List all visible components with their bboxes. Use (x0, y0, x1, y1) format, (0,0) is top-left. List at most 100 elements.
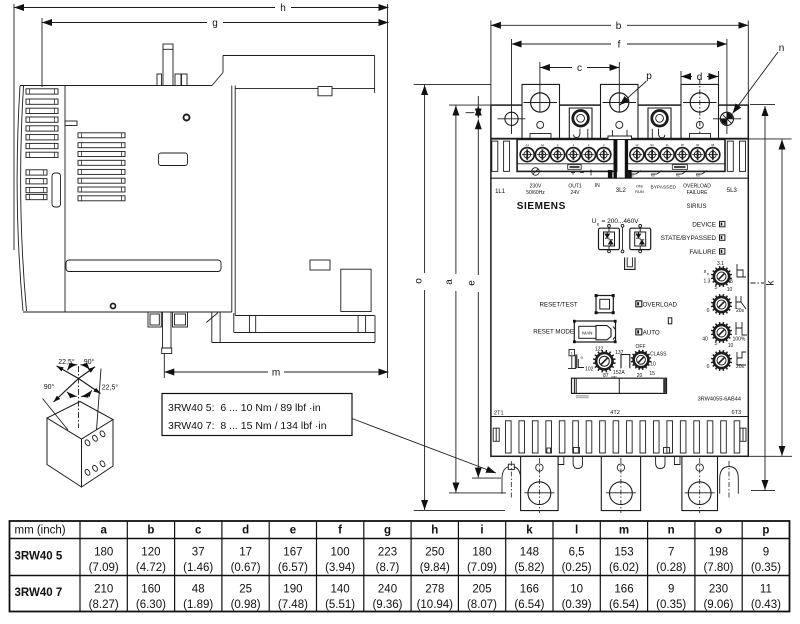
svg-text:48: 48 (192, 583, 205, 595)
svg-text:(6.30): (6.30) (136, 599, 166, 611)
svg-text:3RW40 7: 3RW40 7 (15, 587, 63, 599)
svg-text:0: 0 (707, 308, 710, 314)
svg-text:= 200...460V: = 200...460V (602, 218, 640, 225)
svg-text:96: 96 (696, 143, 699, 147)
svg-text:250: 250 (425, 547, 444, 559)
svg-text:(8.07): (8.07) (467, 599, 497, 611)
svg-text:OVERLOAD: OVERLOAD (683, 184, 711, 190)
svg-text:2: 2 (588, 143, 590, 147)
svg-text:3L2: 3L2 (616, 188, 627, 194)
svg-text:9: 9 (668, 583, 674, 595)
svg-text:102: 102 (585, 367, 594, 373)
svg-text:10: 10 (570, 583, 583, 595)
svg-text:(6.57): (6.57) (278, 562, 308, 574)
svg-text:20s: 20s (736, 364, 745, 370)
svg-text:1: 1 (571, 351, 574, 356)
svg-text:17: 17 (239, 547, 252, 559)
svg-text:4T2: 4T2 (610, 410, 620, 416)
svg-text:0: 0 (707, 364, 710, 370)
svg-text:190: 190 (283, 583, 302, 595)
svg-text:20s: 20s (736, 308, 745, 314)
svg-text:m: m (619, 525, 629, 537)
svg-text:STATE/BYPASSED: STATE/BYPASSED (661, 235, 717, 242)
svg-text:n: n (779, 43, 785, 54)
svg-text:3: 3 (603, 143, 605, 147)
svg-text:g: g (212, 18, 218, 29)
svg-text:▒▒▒▒▒▒: ▒▒▒▒▒▒ (576, 395, 590, 399)
svg-text:180: 180 (94, 547, 113, 559)
svg-text:6T3: 6T3 (732, 410, 742, 416)
svg-text:6,5: 6,5 (569, 547, 585, 559)
svg-text:SIRIUS: SIRIUS (687, 204, 707, 210)
svg-text:NC: NC (650, 143, 654, 147)
svg-text:1: 1 (573, 143, 575, 147)
svg-text:NO: NO (630, 174, 635, 178)
svg-text:40: 40 (702, 337, 708, 343)
svg-text:153: 153 (614, 547, 633, 559)
svg-text:210: 210 (94, 583, 113, 595)
svg-text:AUTO: AUTO (643, 330, 660, 337)
svg-text:k: k (526, 525, 533, 537)
svg-text:i: i (480, 525, 483, 537)
svg-text:10: 10 (728, 343, 734, 349)
svg-text:21: 21 (666, 143, 669, 147)
svg-text:(0.25): (0.25) (562, 562, 592, 574)
svg-text:NO: NO (696, 174, 701, 178)
svg-text:(7.09): (7.09) (467, 562, 497, 574)
svg-text:2T1: 2T1 (494, 411, 504, 417)
svg-text:(9.36): (9.36) (372, 599, 402, 611)
svg-text:9: 9 (763, 547, 769, 559)
svg-text:NC: NC (676, 174, 681, 178)
svg-text:148: 148 (520, 547, 539, 559)
svg-text:22,5°: 22,5° (102, 384, 119, 392)
svg-text:(6.54): (6.54) (609, 599, 639, 611)
svg-text:p: p (646, 71, 652, 82)
svg-text:95: 95 (681, 143, 684, 147)
svg-text:(8.7): (8.7) (376, 562, 400, 574)
svg-text:3RW40 5: 6 ... 10 Nm / 89 lbf: 3RW40 5: 6 ... 10 Nm / 89 lbf ·in (168, 402, 321, 414)
svg-text:278: 278 (425, 583, 444, 595)
svg-text:3RW40 5: 3RW40 5 (15, 551, 63, 563)
svg-text:OVERLOAD: OVERLOAD (643, 302, 678, 309)
svg-text:5: 5 (715, 341, 718, 347)
svg-text:160: 160 (141, 583, 160, 595)
svg-text:15: 15 (649, 371, 655, 377)
svg-text:3.1: 3.1 (717, 261, 724, 267)
svg-text:223: 223 (378, 547, 397, 559)
svg-text:(5.51): (5.51) (325, 599, 355, 611)
svg-text:5: 5 (730, 279, 733, 285)
svg-text:(10.94): (10.94) (417, 599, 454, 611)
svg-text:5L3: 5L3 (727, 188, 738, 194)
svg-text:(0.98): (0.98) (231, 599, 261, 611)
svg-text:3RW40 7: 8 ... 15 Nm / 134 lb: 3RW40 7: 8 ... 15 Nm / 134 lbf ·in (168, 420, 327, 432)
svg-text:FAILURE: FAILURE (689, 249, 716, 256)
svg-text:o: o (715, 525, 722, 537)
svg-text:b: b (147, 525, 154, 537)
svg-text:(3.94): (3.94) (325, 562, 355, 574)
svg-text:f: f (338, 525, 342, 537)
svg-text:(0.39): (0.39) (562, 599, 592, 611)
svg-text:240: 240 (378, 583, 397, 595)
svg-text:h: h (431, 525, 438, 537)
svg-text:(0.35): (0.35) (656, 599, 686, 611)
svg-text:SIEMENS: SIEMENS (517, 201, 566, 212)
svg-text:152A: 152A (613, 370, 625, 376)
svg-text:122: 122 (595, 347, 604, 353)
svg-text:(6.02): (6.02) (609, 562, 639, 574)
svg-text:166: 166 (614, 583, 633, 595)
svg-text:c: c (195, 525, 202, 537)
svg-text:25: 25 (239, 583, 252, 595)
svg-text:(5.82): (5.82) (514, 562, 544, 574)
svg-text:(9.84): (9.84) (420, 562, 450, 574)
svg-text:(7.09): (7.09) (89, 562, 119, 574)
svg-text:22,5°: 22,5° (58, 358, 75, 366)
svg-text:100%: 100% (733, 337, 746, 343)
svg-text:n: n (668, 525, 675, 537)
svg-text:198: 198 (709, 547, 728, 559)
svg-text:m: m (272, 368, 280, 379)
svg-text:p: p (762, 525, 769, 537)
svg-text:A2: A2 (541, 143, 545, 147)
svg-text:RUN: RUN (635, 189, 644, 194)
svg-text:f: f (618, 40, 621, 51)
svg-text:180: 180 (472, 547, 491, 559)
